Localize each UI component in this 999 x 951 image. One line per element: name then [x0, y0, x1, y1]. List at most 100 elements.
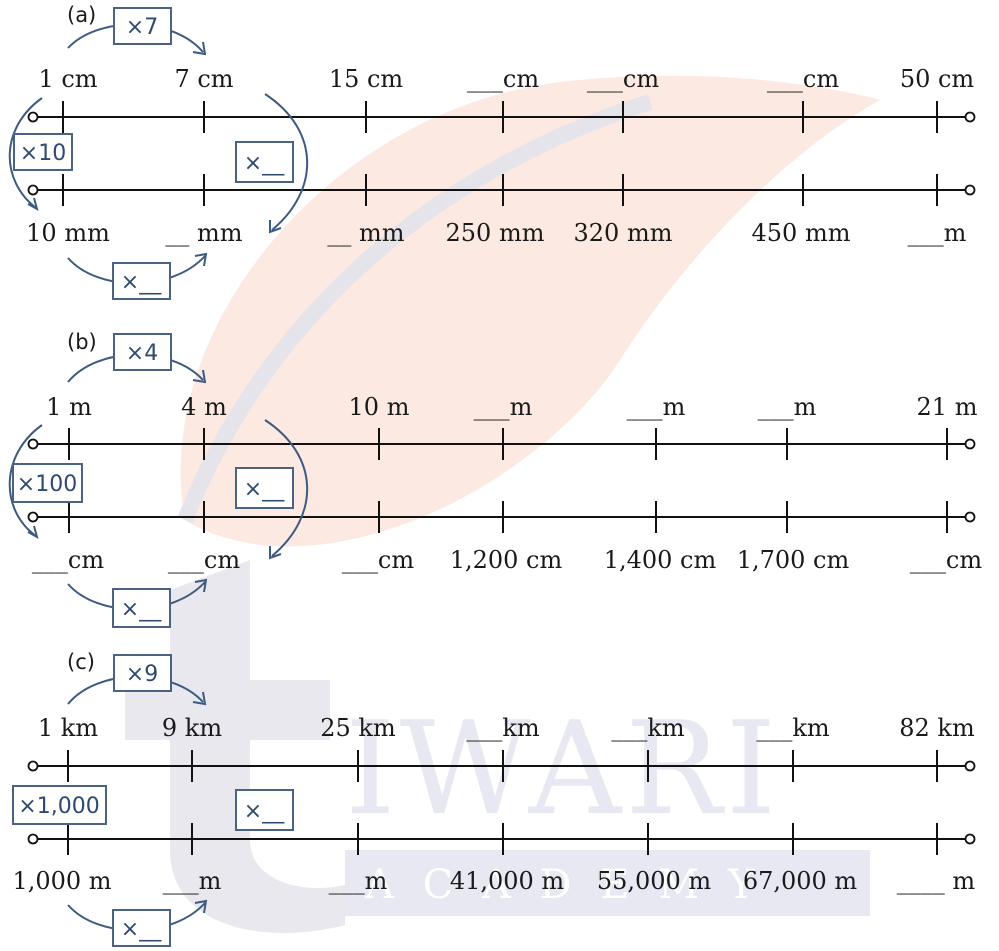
line-endpoint [27, 438, 39, 450]
multiplier-box-bottom [112, 909, 171, 947]
line-endpoint [964, 184, 976, 196]
top-label-4: ___km [611, 714, 685, 742]
bottom-label-1: __ mm [165, 219, 242, 247]
multiplier-middle-text: ×__ [244, 151, 285, 176]
multiplier-box-bottom [112, 262, 171, 300]
top-label-4: ___m [627, 393, 686, 421]
multiplier-box-top [113, 333, 172, 371]
multiplier-box-top [113, 7, 172, 45]
line-endpoint [964, 833, 976, 845]
multiplier-box-left [13, 133, 73, 171]
multiplier-top-text: ×7 [126, 15, 158, 40]
arrow-head [27, 525, 39, 540]
bottom-label-4: 320 mm [574, 219, 673, 247]
top-label-1: 9 km [162, 714, 222, 742]
bottom-label-0: ___cm [32, 546, 104, 574]
top-label-6: 21 m [917, 393, 978, 421]
arrow-head [192, 41, 207, 56]
line-endpoint [27, 511, 39, 523]
multiplier-top-text: ×9 [126, 662, 158, 687]
bottom-label-5: 450 mm [752, 219, 851, 247]
bottom-label-4: 1,400 cm [604, 546, 717, 574]
top-label-6: 82 km [899, 714, 975, 742]
watermark-brand-text: IWARI [345, 695, 780, 844]
multiplier-box-middle [235, 789, 294, 831]
bottom-label-2: ___cm [342, 546, 414, 574]
line-endpoint [964, 511, 976, 523]
arrow-head [194, 252, 208, 267]
multiplier-box-middle [235, 467, 294, 509]
multiplier-box-left [12, 785, 107, 825]
curved-arrow-middle [264, 93, 309, 231]
curved-arrow-left [8, 97, 43, 209]
section-label: (b) [67, 330, 97, 354]
multiplier-top-text: ×4 [126, 341, 158, 366]
top-label-5: ___m [758, 393, 817, 421]
top-label-3: ___m [474, 393, 533, 421]
multiplier-box-bottom [112, 588, 171, 628]
bottom-label-1: ___cm [168, 546, 240, 574]
arrow-head [269, 546, 282, 560]
bottom-label-6: ___cm [910, 546, 982, 574]
top-label-4: ___cm [587, 65, 659, 93]
multiplier-bottom-text: ×__ [121, 270, 162, 295]
multiplier-middle-text: ×__ [244, 477, 285, 502]
bottom-label-3: 41,000 m [450, 867, 565, 895]
line-endpoint [27, 760, 39, 772]
arrow-head [194, 899, 208, 914]
bottom-label-2: __ mm [327, 219, 404, 247]
arrow-head [192, 369, 207, 384]
bottom-label-5: 67,000 m [743, 867, 858, 895]
multiplier-bottom-text: ×__ [121, 597, 162, 622]
line-endpoint [27, 184, 39, 196]
section-b: (b) ×4 1 m 4 m 10 m ___m ___m ___m 21 m [8, 330, 982, 628]
arrow-head [27, 197, 39, 212]
top-label-3: ___km [466, 714, 540, 742]
bottom-label-0: 1,000 m [12, 867, 111, 895]
multiplier-left-text: ×1,000 [18, 794, 99, 819]
top-label-3: ___cm [467, 65, 539, 93]
line-endpoint [964, 111, 976, 123]
arrow-head [194, 578, 208, 593]
section-label: (c) [67, 650, 95, 674]
top-label-1: 7 cm [174, 65, 233, 93]
multiplier-box-left [12, 463, 83, 503]
curved-arrow-middle [264, 419, 309, 557]
line-endpoint [964, 438, 976, 450]
watermark-subtitle-band [345, 850, 870, 916]
top-label-0: 1 cm [38, 65, 97, 93]
curved-arrow-left [8, 424, 43, 537]
section-label: (a) [67, 3, 96, 27]
bottom-label-5: 1,700 cm [737, 546, 850, 574]
bottom-label-4: 55,000 m [597, 867, 712, 895]
top-label-5: ___km [756, 714, 830, 742]
arrow-head [269, 220, 282, 234]
bottom-label-6: ____ m [897, 867, 976, 895]
section-c: (c) ×9 1 km 9 km 25 km ___km ___km ___km… [12, 650, 976, 947]
multiplier-box-top [113, 654, 172, 692]
bottom-label-3: 250 mm [446, 219, 545, 247]
multiplier-box-middle [235, 141, 294, 183]
arrow-head [192, 691, 207, 706]
line-endpoint [964, 760, 976, 772]
top-label-2: 15 cm [329, 65, 404, 93]
top-label-2: 10 m [349, 393, 410, 421]
bottom-label-2: ___m [329, 867, 388, 895]
bottom-label-3: 1,200 cm [450, 546, 563, 574]
watermark-leaf-vein [177, 94, 653, 523]
line-endpoint [27, 111, 39, 123]
watermark-subtitle-text: A C A D E M Y [364, 862, 762, 908]
watermark-leaf-shape [180, 75, 881, 547]
top-label-5: ___cm [767, 65, 839, 93]
top-label-2: 25 km [320, 714, 396, 742]
multiplier-left-text: ×100 [17, 472, 77, 497]
line-endpoint [27, 833, 39, 845]
bottom-label-0: 10 mm [26, 219, 110, 247]
top-label-0: 1 km [38, 714, 98, 742]
bottom-label-1: ___m [163, 867, 222, 895]
top-label-1: 4 m [181, 393, 227, 421]
top-label-0: 1 m [46, 393, 92, 421]
multiplier-bottom-text: ×__ [121, 917, 162, 942]
top-label-6: 50 cm [900, 65, 975, 93]
